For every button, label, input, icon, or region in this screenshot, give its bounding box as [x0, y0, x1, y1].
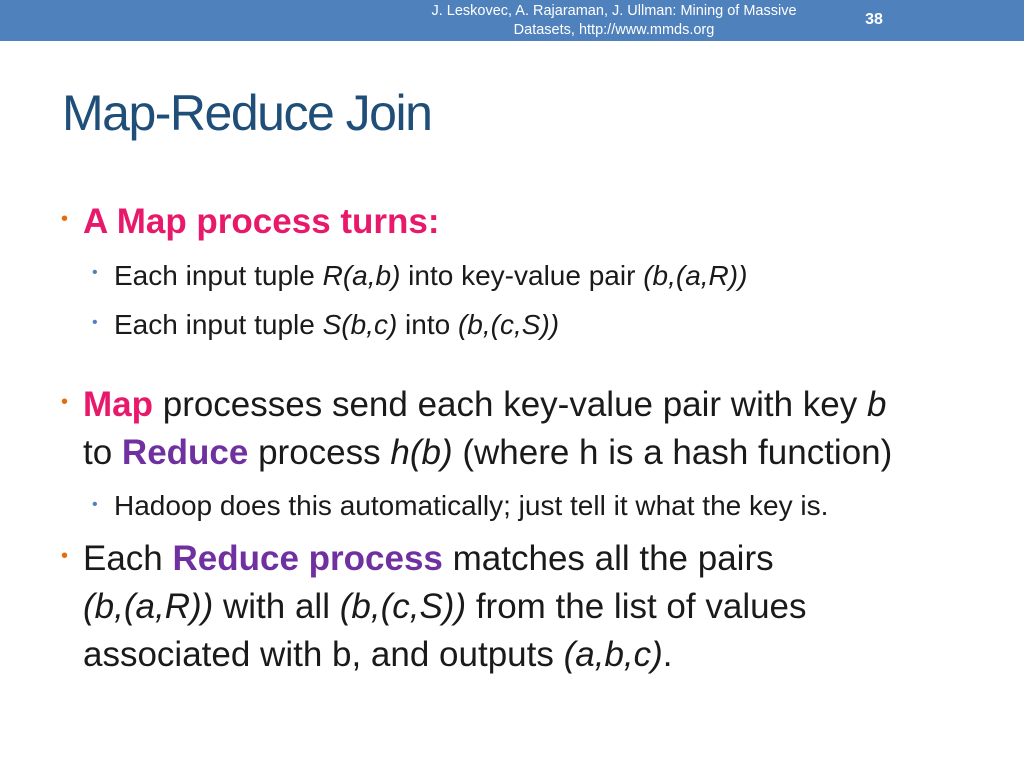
text-run: into — [397, 309, 458, 340]
bullet-1-sub-2: Each input tuple S(b,c) into (b,(c,S)) — [114, 305, 559, 345]
text-run: Each input tuple — [114, 260, 323, 291]
sub-bullet-marker: • — [92, 264, 98, 281]
text-run-italic: R(a,b) — [322, 260, 401, 291]
text-run: Each input tuple — [114, 309, 323, 340]
text-run: from the list of values — [466, 587, 807, 626]
sub-bullet-marker: • — [92, 496, 98, 513]
text-run: Each — [83, 539, 173, 578]
text-run-italic: S(b,c) — [322, 309, 398, 340]
text-run: process — [248, 433, 391, 472]
emphasis-map: Map — [83, 385, 153, 424]
text-run: associated with b, and outputs — [83, 635, 564, 674]
bullet-1-sub-1: Each input tuple R(a,b) into key-value p… — [114, 256, 747, 296]
emphasis-reduce-process: Reduce process — [172, 539, 443, 578]
slide-number: 38 — [865, 11, 883, 28]
header-bar: J. Leskovec, A. Rajaraman, J. Ullman: Mi… — [0, 0, 1024, 41]
bullet-1-heading: A Map process turns: — [83, 202, 440, 241]
bullet-3-line-1: Each Reduce process matches all the pair… — [83, 535, 774, 583]
citation-line-2: Datasets, http://www.mmds.org — [513, 22, 715, 38]
bullet-2-line-2: to Reduce process h(b) (where h is a has… — [83, 429, 892, 477]
emphasis-reduce: Reduce — [121, 433, 249, 472]
text-run: into key-value pair — [400, 260, 644, 291]
citation-line-1: J. Leskovec, A. Rajaraman, J. Ullman: Mi… — [431, 3, 797, 19]
sub-bullet-marker: • — [92, 314, 98, 331]
bullet-2-sub-1: Hadoop does this automatically; just tel… — [114, 490, 829, 521]
text-run-italic: b — [866, 385, 887, 424]
bullet-marker: • — [61, 208, 69, 230]
text-run: . — [662, 635, 673, 674]
bullet-3-line-3: associated with b, and outputs (a,b,c). — [83, 631, 673, 679]
citation: J. Leskovec, A. Rajaraman, J. Ullman: Mi… — [384, 2, 844, 40]
bullet-2-line-1: Map processes send each key-value pair w… — [83, 381, 886, 429]
text-run: to — [83, 433, 122, 472]
bullet-3-line-2: (b,(a,R)) with all (b,(c,S)) from the li… — [83, 583, 807, 631]
text-run-italic: (a,b,c) — [563, 635, 663, 674]
text-run-italic: (b,(c,S)) — [457, 309, 560, 340]
slide-title: Map-Reduce Join — [62, 85, 433, 141]
text-run: processes send each key-value pair with … — [153, 385, 867, 424]
text-run-italic: h(b) — [390, 433, 453, 472]
bullet-marker: • — [61, 391, 69, 413]
bullet-marker: • — [61, 545, 69, 567]
text-run: (where h is a hash function) — [452, 433, 893, 472]
text-run-italic: (b,(a,R)) — [83, 587, 214, 626]
text-run-italic: (b,(c,S)) — [339, 587, 467, 626]
text-run-italic: (b,(a,R)) — [643, 260, 748, 291]
text-run: matches all the pairs — [442, 539, 774, 578]
text-run: with all — [213, 587, 340, 626]
